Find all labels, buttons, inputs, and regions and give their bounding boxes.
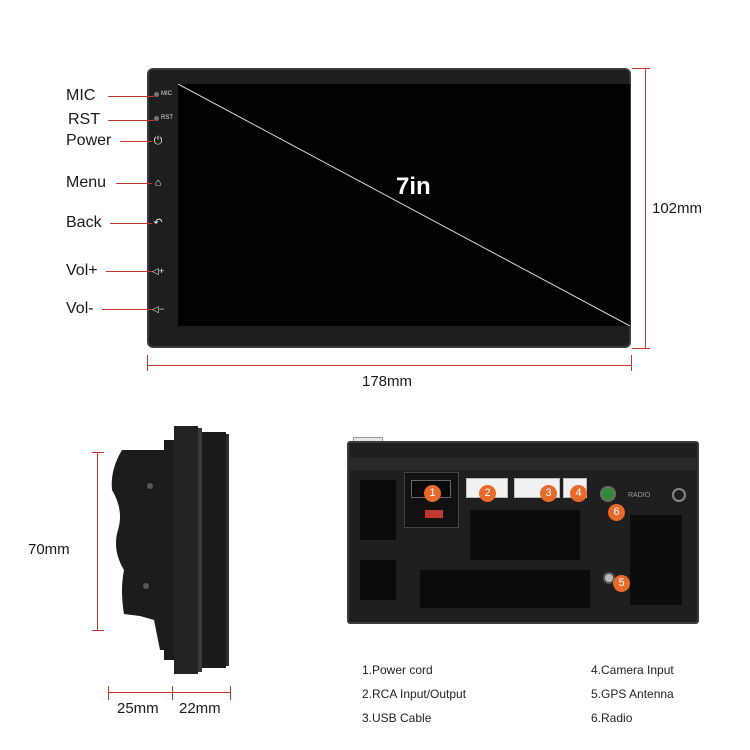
side-height-label: 70mm: [28, 541, 70, 558]
menu-leader: [116, 183, 152, 184]
depth-mid-tick: [172, 686, 173, 700]
depth-body-label: 25mm: [117, 700, 159, 717]
vent-center: [470, 510, 580, 560]
vent-left-2: [360, 560, 396, 600]
badge-1: 1: [424, 485, 441, 502]
power-leader: [120, 141, 152, 142]
legend-item-3: 3.USB Cable: [362, 711, 432, 725]
volume-up-icon[interactable]: ◁+: [151, 266, 165, 276]
mic-hole-icon: [154, 92, 159, 97]
volume-down-icon[interactable]: ◁−: [151, 304, 165, 314]
vent-right: [630, 515, 682, 605]
height-top-tick: [632, 68, 650, 69]
radio-port-icon[interactable]: [600, 486, 616, 502]
screen-diagonal: [178, 84, 630, 326]
vol-up-leader: [106, 271, 152, 272]
screen-size-label: 7in: [396, 173, 431, 200]
width-right-tick: [631, 355, 632, 371]
back-arrow-icon[interactable]: ↶: [153, 217, 163, 229]
legend-item-4: 4.Camera Input: [591, 663, 674, 677]
legend-item-5: 5.GPS Antenna: [591, 687, 674, 701]
side-height-bottom-tick: [92, 630, 104, 631]
radio-port-text: RADIO: [628, 492, 651, 499]
vol-up-label: Vol+: [66, 262, 98, 279]
width-left-tick: [147, 355, 148, 371]
side-view-device: [111, 426, 229, 674]
badge-3: 3: [540, 485, 557, 502]
side-height-line: [97, 452, 98, 630]
depth-right-tick: [230, 686, 231, 700]
vent-bottom: [420, 570, 590, 608]
badge-4: 4: [570, 485, 587, 502]
back-label: Back: [66, 214, 102, 231]
depth-front-label: 22mm: [179, 700, 221, 717]
height-label: 102mm: [652, 200, 703, 217]
vol-down-leader: [102, 309, 152, 310]
ground-screw-icon: [672, 488, 686, 502]
menu-label: Menu: [66, 174, 107, 191]
power-label: Power: [66, 132, 112, 149]
width-dimension-line: [147, 365, 631, 366]
back-top-ridge: [350, 458, 696, 470]
width-label: 178mm: [362, 373, 413, 390]
home-icon[interactable]: ⌂: [154, 177, 162, 189]
height-bottom-tick: [632, 348, 650, 349]
legend-item-6: 6.Radio: [591, 711, 633, 725]
mic-leader: [108, 96, 154, 97]
power-icon[interactable]: ⏻: [153, 135, 163, 147]
mic-label: MIC: [66, 87, 96, 104]
badge-2: 2: [479, 485, 496, 502]
badge-5: 5: [613, 575, 630, 592]
fuse-icon: [425, 510, 443, 518]
rst-label: RST: [68, 111, 100, 128]
legend-item-1: 1.Power cord: [362, 663, 433, 677]
depth-line: [108, 692, 230, 693]
vol-down-label: Vol-: [66, 300, 94, 317]
rst-tiny-text: RST: [161, 115, 173, 121]
side-height-top-tick: [92, 452, 104, 453]
vent-left-1: [360, 480, 396, 540]
height-dimension-line: [645, 68, 646, 348]
badge-6: 6: [608, 504, 625, 521]
depth-left-tick: [108, 686, 109, 700]
rst-leader: [108, 120, 154, 121]
mic-tiny-text: MIC: [161, 91, 172, 97]
back-leader: [110, 223, 152, 224]
rst-hole-icon[interactable]: [154, 116, 159, 121]
legend-item-2: 2.RCA Input/Output: [362, 687, 467, 701]
